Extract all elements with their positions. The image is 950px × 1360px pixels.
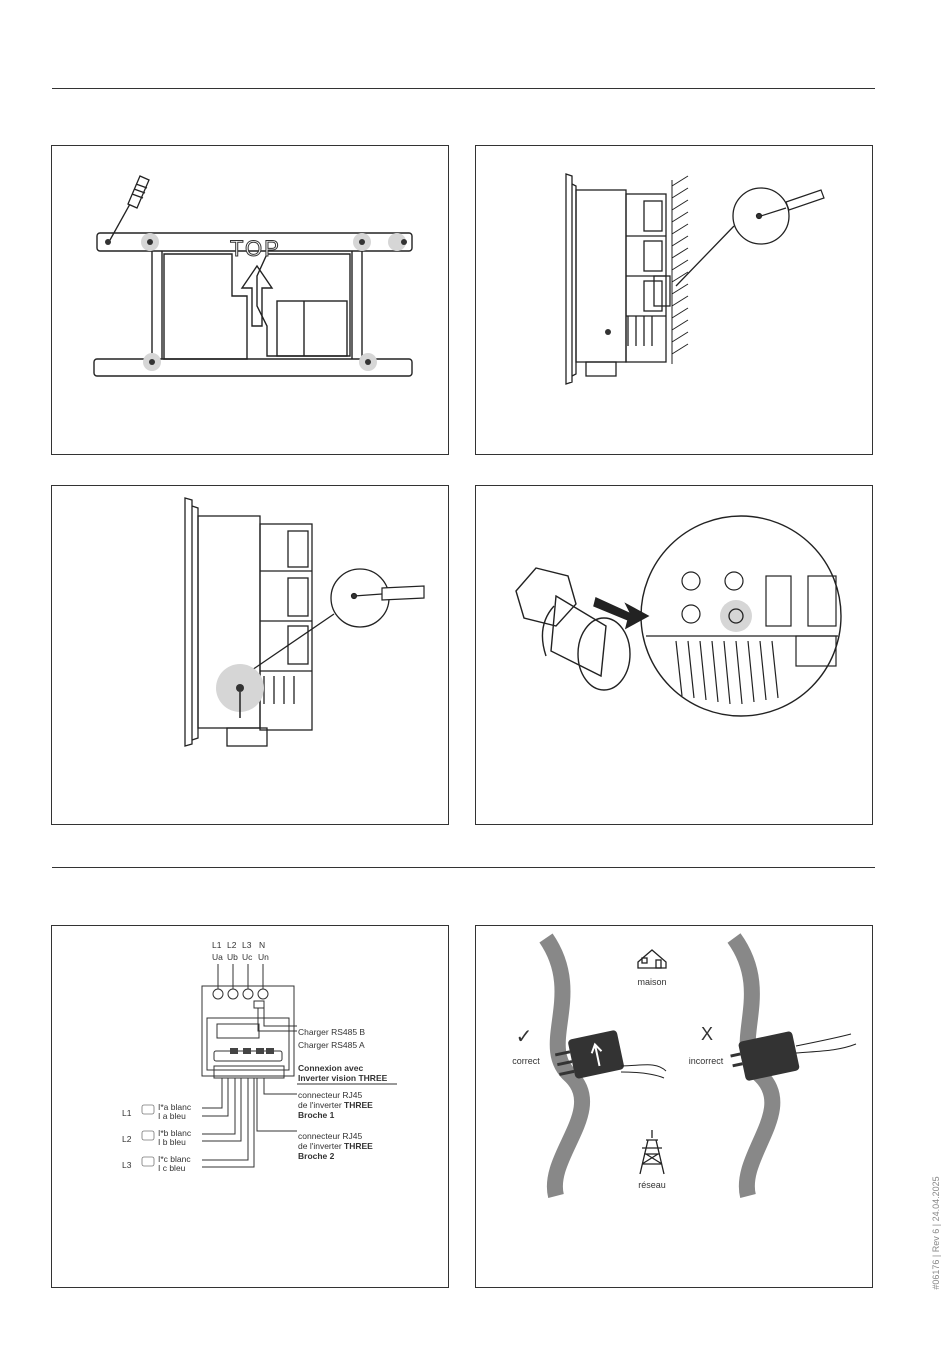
correct-label: correct bbox=[512, 1056, 540, 1066]
phase-label-l3: L3 bbox=[242, 940, 252, 950]
bracket-illustration bbox=[93, 175, 413, 377]
section-rule-middle bbox=[52, 867, 875, 868]
connexion-title-1: Connexion avec bbox=[298, 1063, 364, 1073]
rj45-pin2-line1: connecteur RJ45 bbox=[298, 1131, 363, 1141]
ct-l1-blanc: I*a blanc bbox=[158, 1102, 192, 1112]
ct-phase-l2: L2 bbox=[122, 1134, 132, 1144]
meter-wiring-illustration bbox=[141, 964, 397, 1168]
ct-l2-bleu: I b bleu bbox=[158, 1137, 186, 1147]
reseau-label: réseau bbox=[638, 1180, 666, 1190]
phase-label-l2: L2 bbox=[227, 940, 237, 950]
rj45-pin1-line2: de l'inverter THREE bbox=[298, 1100, 373, 1110]
charger-rs485-b: Charger RS485 B bbox=[298, 1027, 366, 1037]
section-rule-top bbox=[52, 88, 875, 89]
rj45-pin2-line3: Broche 2 bbox=[298, 1151, 335, 1161]
ground-screw-illustration bbox=[184, 497, 425, 747]
ct-orientation-illustration bbox=[539, 933, 857, 1198]
figure-panel-meter-wiring: L1 L2 L3 N Ua Ub Uc Un Charger RS485 B C… bbox=[51, 925, 449, 1288]
incorrect-label: incorrect bbox=[688, 1056, 724, 1066]
ct-l1-bleu: I a bleu bbox=[158, 1111, 186, 1121]
voltage-label-uc: Uc bbox=[242, 952, 253, 962]
rj45-pin1-line1: connecteur RJ45 bbox=[298, 1090, 363, 1100]
ct-phase-l1: L1 bbox=[122, 1108, 132, 1118]
x-mark-icon: X bbox=[700, 1024, 713, 1044]
connexion-title-2: Inverter vision THREE bbox=[298, 1073, 388, 1083]
charger-rs485-a: Charger RS485 A bbox=[298, 1040, 365, 1050]
ct-l2-blanc: I*b blanc bbox=[158, 1128, 192, 1138]
rj45-pin2-line2: de l'inverter THREE bbox=[298, 1141, 373, 1151]
top-label: TOP bbox=[230, 236, 281, 262]
voltage-label-un: Un bbox=[258, 952, 269, 962]
wall-mount-illustration bbox=[565, 173, 825, 385]
figure-panel-ground-screw bbox=[51, 485, 449, 825]
ct-l3-blanc: I*c blanc bbox=[158, 1154, 191, 1164]
connector-cap-illustration bbox=[515, 515, 842, 717]
ct-l3-bleu: I c bleu bbox=[158, 1163, 186, 1173]
figure-panel-connector-cap bbox=[475, 485, 873, 825]
voltage-label-ub: Ub bbox=[227, 952, 238, 962]
voltage-label-ua: Ua bbox=[212, 952, 223, 962]
phase-label-l1: L1 bbox=[212, 940, 222, 950]
rj45-pin1-line3: Broche 1 bbox=[298, 1110, 335, 1120]
phase-label-n: N bbox=[259, 940, 266, 950]
figure-panel-bracket: TOP bbox=[51, 145, 449, 455]
ct-phase-l3: L3 bbox=[122, 1160, 132, 1170]
maison-label: maison bbox=[637, 977, 667, 987]
document-reference: #06176 | Rev 6 | 24.04.2025 bbox=[931, 1176, 941, 1290]
figure-panel-ct-orientation: maison réseau ✓ correct X incorrect bbox=[475, 925, 873, 1288]
figure-panel-wall-mount bbox=[475, 145, 873, 455]
check-mark-icon: ✓ bbox=[515, 1026, 533, 1048]
